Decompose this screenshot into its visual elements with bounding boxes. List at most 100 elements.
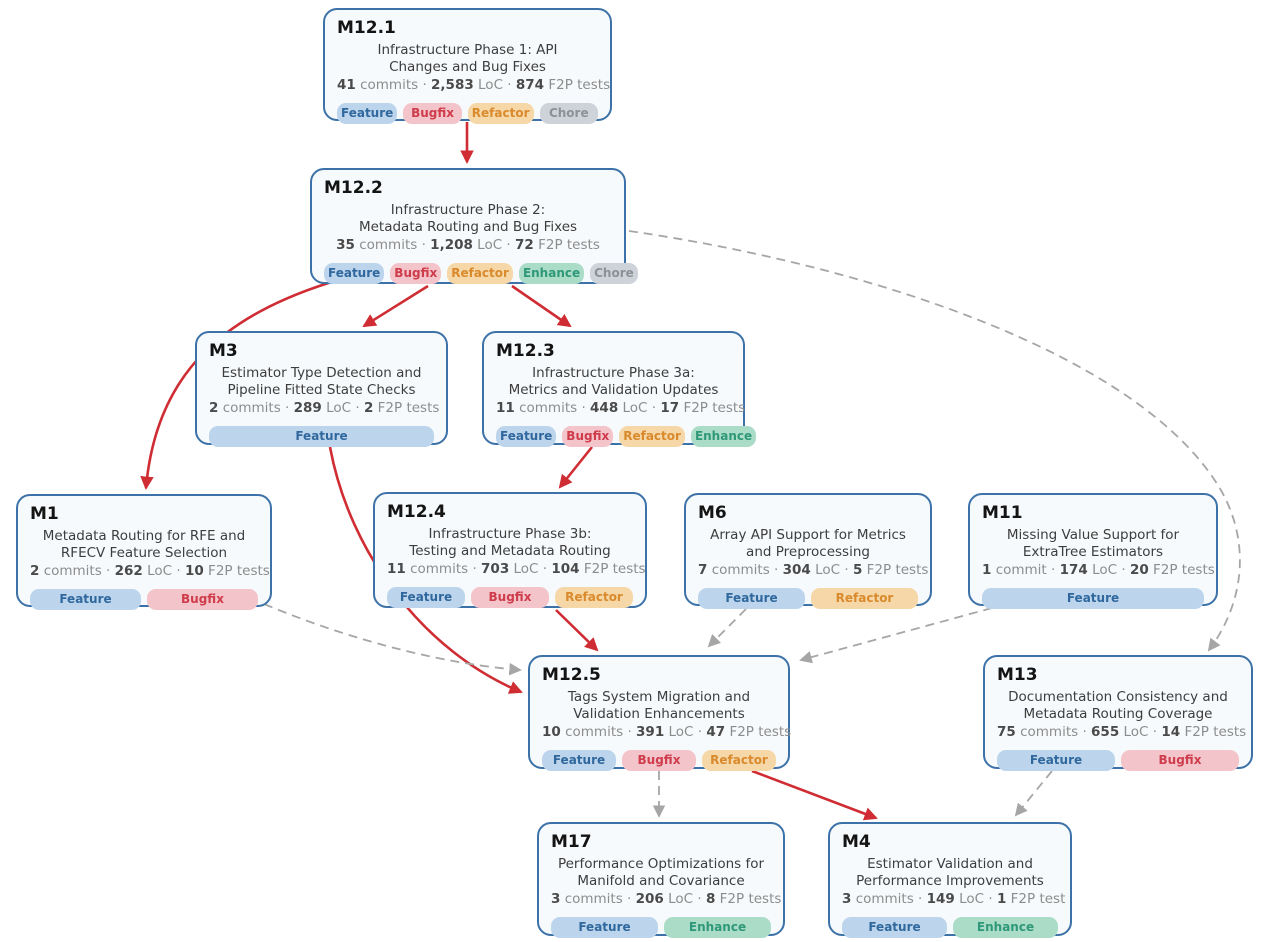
edge-M11-to-M12.5 bbox=[799, 607, 993, 664]
milestone-node-M6: M6 Array API Support for Metrics and Pre… bbox=[684, 493, 932, 610]
tag-chore: Chore bbox=[539, 102, 599, 125]
milestone-stats: 41 commits · 2,583 LoC · 874 F2P tests bbox=[337, 77, 611, 94]
edge-M12.5-to-M4 bbox=[751, 769, 878, 821]
milestone-id: M11 bbox=[982, 503, 1023, 523]
tag-chore: Chore bbox=[590, 262, 638, 285]
milestone-id: M6 bbox=[698, 503, 727, 523]
milestone-description: Infrastructure Phase 2: Metadata Routing… bbox=[358, 201, 578, 235]
milestone-node-M12.4: M12.4 Infrastructure Phase 3b: Testing a… bbox=[373, 492, 647, 609]
milestone-description: Infrastructure Phase 3b: Testing and Met… bbox=[409, 525, 611, 559]
milestone-stats: 10 commits · 391 LoC · 47 F2P tests bbox=[542, 724, 792, 741]
tag-enhance: Enhance bbox=[953, 916, 1058, 939]
milestone-id: M12.1 bbox=[337, 18, 396, 38]
milestone-description: Metadata Routing for RFE and RFECV Featu… bbox=[42, 527, 246, 561]
tag-feature: Feature bbox=[496, 425, 557, 448]
edge-M12.4-to-M12.5 bbox=[555, 609, 599, 652]
milestone-tag-list: Feature bbox=[982, 580, 1204, 610]
milestone-node-M1: M1 Metadata Routing for RFE and RFECV Fe… bbox=[16, 494, 272, 611]
edge-M6-to-M12.5 bbox=[707, 608, 747, 648]
tag-enhance: Enhance bbox=[664, 916, 771, 939]
milestone-stats: 11 commits · 703 LoC · 104 F2P tests bbox=[387, 561, 646, 578]
tag-feature: Feature bbox=[842, 916, 947, 939]
milestone-node-M3: M3 Estimator Type Detection and Pipeline… bbox=[195, 331, 448, 448]
tag-bugfix: Bugfix bbox=[1121, 749, 1239, 772]
milestone-node-M13: M13 Documentation Consistency and Metada… bbox=[983, 655, 1253, 772]
tag-feature: Feature bbox=[982, 587, 1204, 610]
milestone-stats: 7 commits · 304 LoC · 5 F2P tests bbox=[698, 562, 929, 579]
milestone-node-M12.2: M12.2 Infrastructure Phase 2: Metadata R… bbox=[310, 168, 638, 285]
milestone-stats: 11 commits · 448 LoC · 17 F2P tests bbox=[496, 400, 746, 417]
tag-bugfix: Bugfix bbox=[403, 102, 462, 125]
tag-feature: Feature bbox=[387, 586, 465, 609]
milestone-stats: 3 commits · 149 LoC · 1 F2P test bbox=[842, 891, 1066, 908]
milestone-tag-list: Feature Bugfix Refactor bbox=[387, 579, 633, 609]
tag-feature: Feature bbox=[337, 102, 398, 125]
edge-M13-to-M4 bbox=[1014, 770, 1053, 817]
milestone-stats: 3 commits · 206 LoC · 8 F2P tests bbox=[551, 891, 782, 908]
milestone-id: M12.3 bbox=[496, 341, 555, 361]
tag-enhance: Enhance bbox=[690, 425, 757, 448]
milestone-node-M17: M17 Performance Optimizations for Manifo… bbox=[537, 822, 785, 939]
edge-M1-to-M12.5 bbox=[263, 603, 522, 676]
milestone-stats: 1 commit · 174 LoC · 20 F2P tests bbox=[982, 562, 1215, 579]
tag-feature: Feature bbox=[698, 587, 805, 610]
tag-refactor: Refactor bbox=[555, 586, 633, 609]
milestone-node-M4: M4 Estimator Validation and Performance … bbox=[828, 822, 1072, 939]
tag-refactor: Refactor bbox=[619, 425, 685, 448]
tag-feature: Feature bbox=[209, 425, 434, 448]
milestone-id: M17 bbox=[551, 832, 592, 852]
tag-refactor: Refactor bbox=[447, 262, 513, 285]
edge-M12.3-to-M12.4 bbox=[558, 446, 594, 489]
milestone-id: M3 bbox=[209, 341, 238, 361]
tag-refactor: Refactor bbox=[702, 749, 776, 772]
milestone-id: M1 bbox=[30, 504, 59, 524]
milestone-stats: 35 commits · 1,208 LoC · 72 F2P tests bbox=[336, 237, 600, 254]
milestone-description: Infrastructure Phase 1: API Changes and … bbox=[377, 41, 558, 75]
milestone-tag-list: Feature bbox=[209, 418, 434, 448]
milestone-tag-list: Feature Bugfix Refactor bbox=[542, 742, 776, 772]
tag-bugfix: Bugfix bbox=[622, 749, 696, 772]
milestone-stats: 2 commits · 262 LoC · 10 F2P tests bbox=[30, 563, 270, 580]
tag-enhance: Enhance bbox=[518, 262, 585, 285]
tag-feature: Feature bbox=[542, 749, 616, 772]
tag-bugfix: Bugfix bbox=[390, 262, 442, 285]
milestone-tag-list: Feature Bugfix bbox=[30, 581, 258, 611]
milestone-node-M12.1: M12.1 Infrastructure Phase 1: API Change… bbox=[323, 8, 612, 125]
milestone-description: Missing Value Support for ExtraTree Esti… bbox=[1006, 526, 1180, 560]
milestone-node-M12.3: M12.3 Infrastructure Phase 3a: Metrics a… bbox=[482, 331, 757, 448]
milestone-description: Estimator Type Detection and Pipeline Fi… bbox=[221, 364, 422, 398]
tag-bugfix: Bugfix bbox=[147, 588, 258, 611]
milestone-node-M12.5: M12.5 Tags System Migration and Validati… bbox=[528, 655, 792, 772]
milestone-stats: 2 commits · 289 LoC · 2 F2P tests bbox=[209, 400, 440, 417]
milestone-description: Array API Support for Metrics and Prepro… bbox=[710, 526, 906, 560]
tag-bugfix: Bugfix bbox=[471, 586, 549, 609]
tag-refactor: Refactor bbox=[467, 102, 534, 125]
milestone-stats: 75 commits · 655 LoC · 14 F2P tests bbox=[997, 724, 1247, 741]
milestone-description: Infrastructure Phase 3a: Metrics and Val… bbox=[508, 364, 719, 398]
tag-feature: Feature bbox=[997, 749, 1115, 772]
milestone-description: Performance Optimizations for Manifold a… bbox=[557, 855, 765, 889]
milestone-id: M12.5 bbox=[542, 665, 601, 685]
milestone-id: M12.2 bbox=[324, 178, 383, 198]
tag-bugfix: Bugfix bbox=[562, 425, 614, 448]
edge-M12.2-to-M13 bbox=[628, 230, 1241, 652]
milestone-tag-list: Feature Enhance bbox=[842, 909, 1058, 939]
milestone-tag-list: Feature Bugfix bbox=[997, 742, 1239, 772]
milestone-node-M11: M11 Missing Value Support for ExtraTree … bbox=[968, 493, 1218, 610]
milestone-description: Estimator Validation and Performance Imp… bbox=[856, 855, 1044, 889]
edge-M12.2-to-M3 bbox=[362, 284, 429, 328]
milestone-description: Documentation Consistency and Metadata R… bbox=[1008, 688, 1228, 722]
milestone-id: M13 bbox=[997, 665, 1038, 685]
milestone-id: M12.4 bbox=[387, 502, 446, 522]
edge-M12.2-to-M12.3 bbox=[511, 284, 572, 328]
milestone-id: M4 bbox=[842, 832, 871, 852]
tag-feature: Feature bbox=[324, 262, 385, 285]
tag-feature: Feature bbox=[30, 588, 141, 611]
milestone-description: Tags System Migration and Validation Enh… bbox=[567, 688, 751, 722]
